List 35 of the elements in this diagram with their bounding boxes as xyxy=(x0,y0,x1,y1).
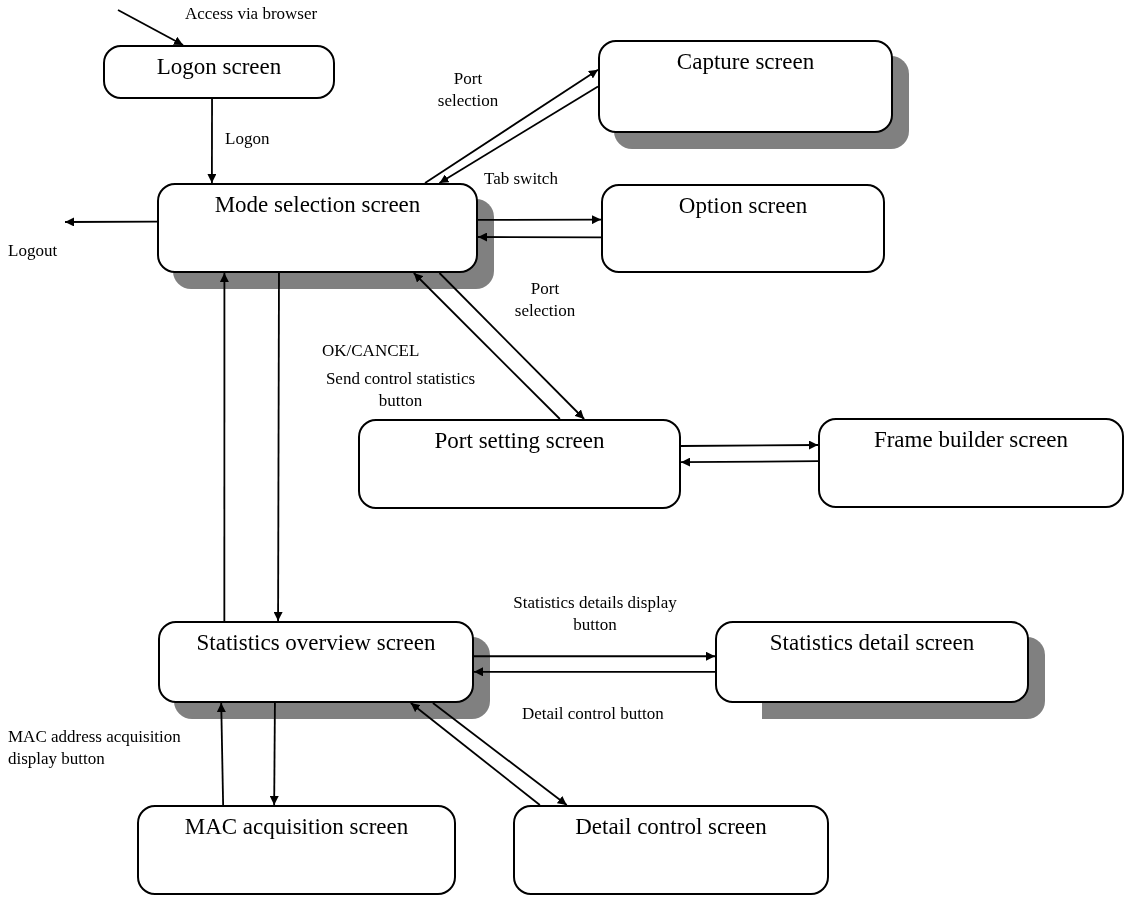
arrow xyxy=(64,217,158,227)
screen-name: MAC acquisition screen xyxy=(183,813,410,841)
screen-box xyxy=(137,805,456,895)
screen-name: Logon screen xyxy=(155,53,283,81)
arrow xyxy=(438,85,599,184)
arrow xyxy=(477,232,602,242)
screen-box xyxy=(358,419,681,509)
arrow xyxy=(117,9,184,46)
screen-name: Mode selection screen xyxy=(213,191,422,219)
screen-name: Capture screen xyxy=(675,48,816,76)
arrow xyxy=(473,651,716,661)
screen-name: Port setting screen xyxy=(433,427,606,455)
arrow xyxy=(269,702,279,806)
arrow xyxy=(273,272,283,622)
screen-box xyxy=(103,45,335,99)
arrow xyxy=(432,702,568,806)
arrow xyxy=(219,272,229,622)
arrow xyxy=(680,440,819,450)
screen-box xyxy=(818,418,1124,508)
arrow xyxy=(473,667,716,677)
screen-name: Option screen xyxy=(677,192,809,220)
screen-box xyxy=(513,805,829,895)
arrow xyxy=(216,702,226,806)
screen-name: Statistics detail screen xyxy=(768,629,976,657)
screen-name: Frame builder screen xyxy=(872,426,1070,454)
arrow xyxy=(477,215,602,225)
arrow xyxy=(680,457,819,467)
screen-name: Detail control screen xyxy=(574,813,768,841)
arrow xyxy=(409,702,541,806)
arrow xyxy=(207,98,217,184)
arrow xyxy=(424,68,599,184)
arrow xyxy=(438,272,585,420)
arrow xyxy=(412,272,561,420)
screen-name: Statistics overview screen xyxy=(195,629,437,657)
screen-box xyxy=(601,184,885,273)
